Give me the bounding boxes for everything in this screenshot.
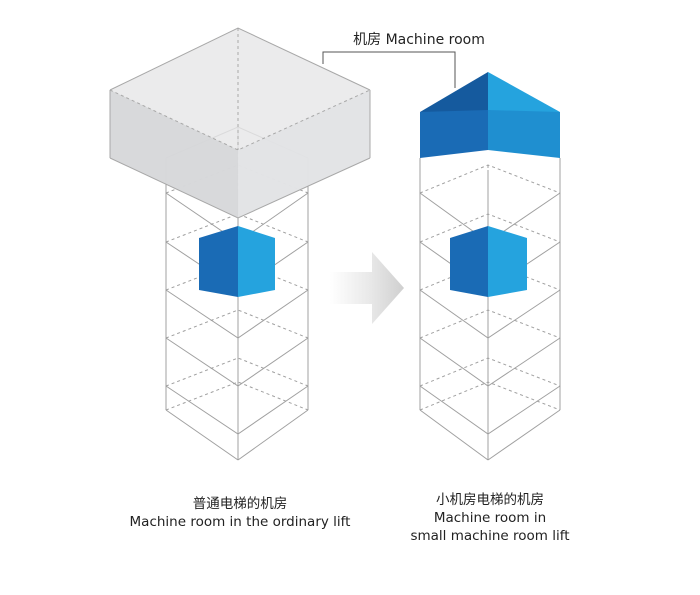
ordinary-machine-room-box (109, 27, 371, 219)
ordinary-lift-caption-en: Machine room in the ordinary lift (129, 514, 351, 530)
callout-bracket (322, 51, 456, 88)
transition-arrow (330, 252, 404, 324)
ordinary-lift-cabin (199, 226, 275, 297)
small-room-lift-caption-en-2: small machine room lift (410, 528, 570, 544)
ordinary-lift-caption-zh: 普通电梯的机房 (192, 496, 288, 512)
ordinary-lift-caption: 普通电梯的机房 Machine room in the ordinary lif… (115, 495, 365, 531)
small-room-lift-shaft (419, 158, 561, 461)
small-room-lift-cabin (450, 226, 527, 297)
small-room-lift-caption: 小机房电梯的机房 Machine room in small machine r… (385, 491, 595, 545)
machine-room-callout-label: 机房 Machine room (353, 32, 485, 48)
small-machine-room-box (420, 72, 560, 158)
small-room-lift-caption-zh: 小机房电梯的机房 (436, 492, 544, 508)
small-room-lift-caption-en-1: Machine room in (433, 510, 547, 526)
